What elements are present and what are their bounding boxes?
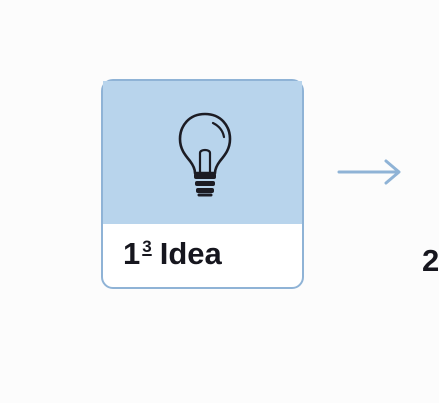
step-superscript: 3 — [142, 237, 152, 256]
step-title: Idea — [159, 236, 222, 271]
step-card-icon-area — [103, 81, 302, 224]
lightbulb-icon — [178, 112, 232, 197]
arrow-right-icon — [337, 159, 401, 185]
next-step-number: 2 — [422, 243, 439, 278]
step-number: 1 — [123, 236, 141, 271]
